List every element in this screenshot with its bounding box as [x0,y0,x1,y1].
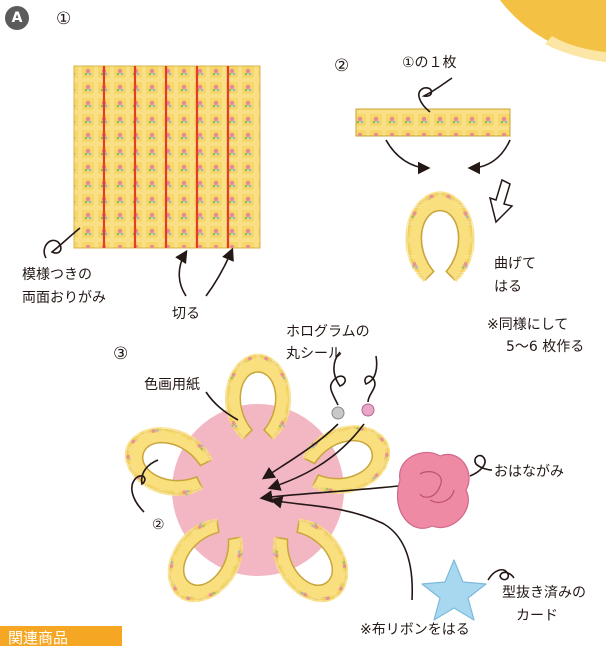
hologram-pointer-left [329,351,347,406]
origami-sheet [73,65,261,249]
bent-loop [408,194,472,280]
corner-decoration-stripe [545,36,606,62]
label-bend-2: はる [494,279,522,295]
strip-pointer [418,77,453,113]
bend-arrow-right [467,139,511,175]
label-one-sheet: ①の１枚 [402,55,457,71]
step-3-marker: ③ [113,344,129,364]
hollow-arrow [488,178,514,224]
cut-lines [102,66,230,248]
card-arrow [269,496,414,601]
step2-ref-pointer [131,459,159,513]
sticker-arrow-2 [267,423,365,491]
label-double-sided-2: 両面おりがみ [22,290,106,306]
hologram-pointer-right [364,355,378,403]
label-double-sided-1: 模様つきの [22,267,92,283]
label-repeat-2: 5〜6 枚作る [506,339,585,355]
label-step2-ref: ② [152,517,165,533]
card-pointer [487,568,515,581]
sticker-arrow-1 [261,423,339,480]
cut-arrow-right [205,247,234,297]
label-repeat-1: ※同様にして [487,317,569,333]
label-colored-paper: 色画用紙 [144,377,200,393]
step-2-marker: ② [334,56,350,76]
label-hologram-2: 丸シール [286,346,342,362]
bend-arrow-left [385,139,431,175]
label-flower-paper: おはながみ [494,464,564,480]
sheet-pointer [43,227,81,259]
tissue-flower [396,451,470,529]
hologram-sticker-pink [361,403,375,417]
colored-paper-pointer [205,391,239,421]
cut-arrow-left [175,249,188,297]
label-card-1: 型抜き済みの [502,585,586,601]
section-badge: A [5,6,29,30]
step-1-marker: ① [56,9,72,29]
label-card-2: カード [516,608,558,624]
star-card [421,559,487,621]
related-products-tab[interactable]: 関連商品 [0,626,122,646]
flower-paper-pointer [469,454,493,477]
paper-strip [355,108,511,137]
label-hologram-1: ホログラムの [286,324,370,340]
label-cut: 切る [172,306,200,322]
label-ribbon-note: ※布リボンをはる [360,622,470,638]
corner-decoration [500,0,606,62]
hologram-sticker-silver [331,406,345,420]
label-bend-1: 曲げて [494,256,536,272]
